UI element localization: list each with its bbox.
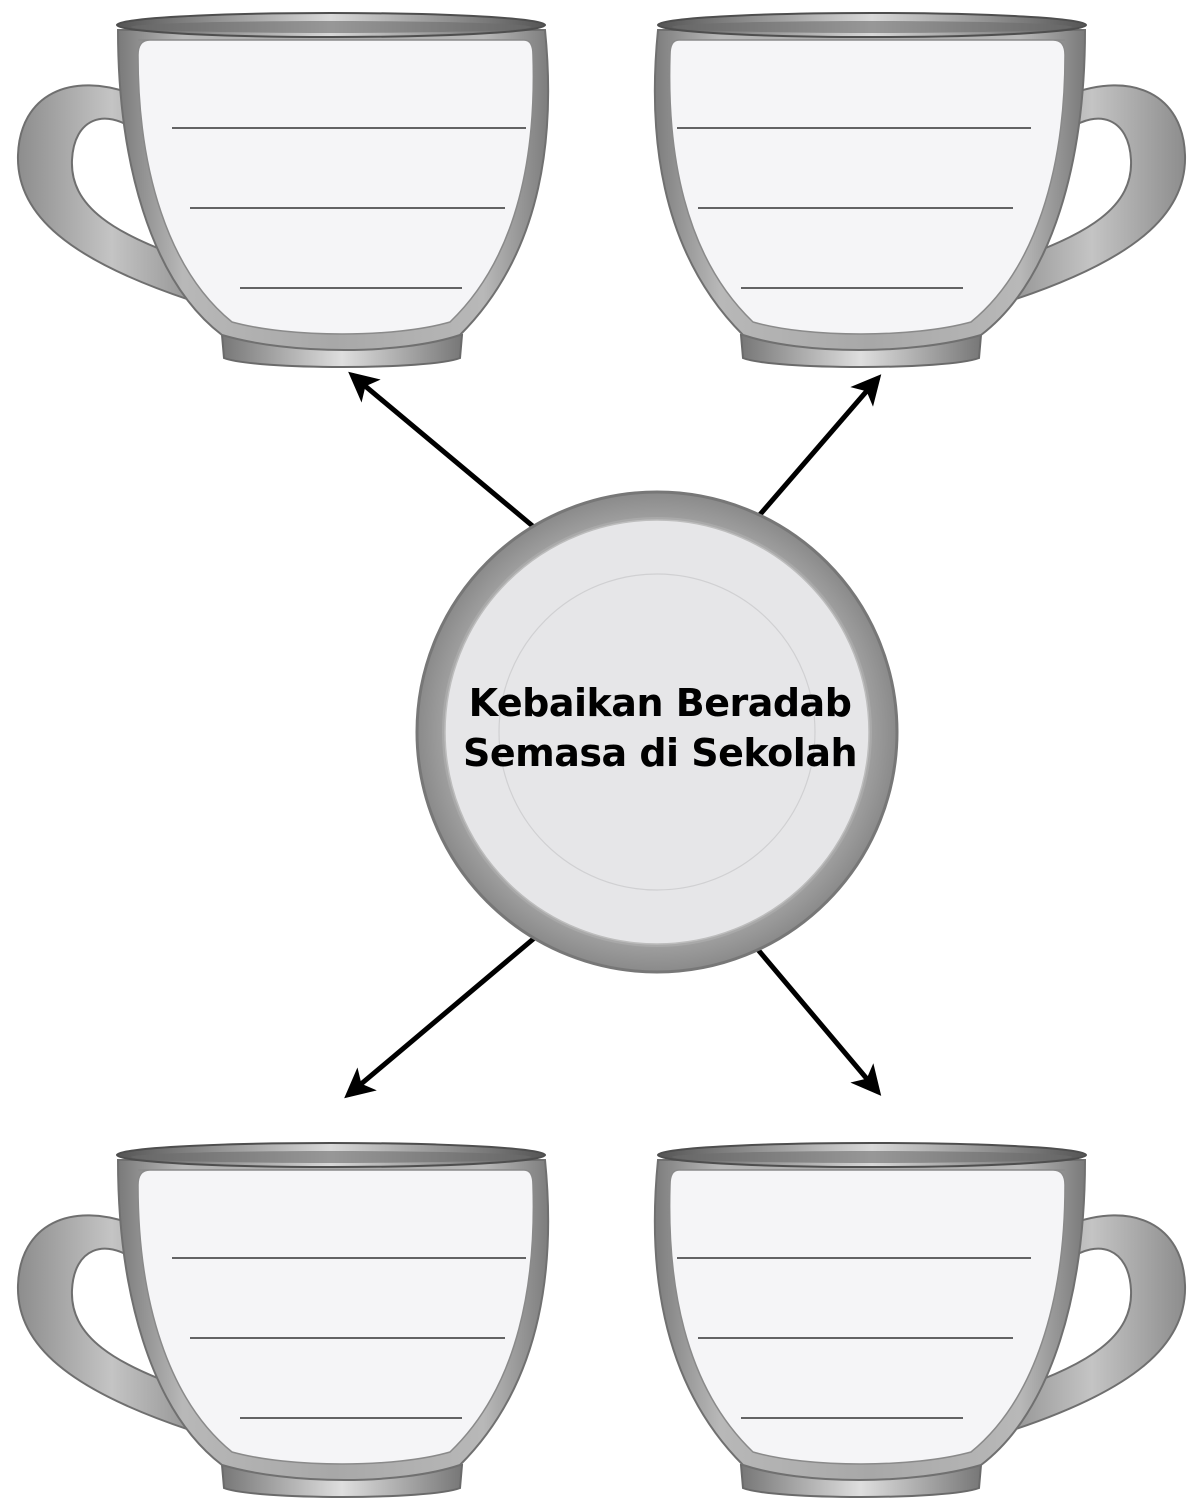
- arrow-bottom-right: [752, 943, 882, 1096]
- cup-top-right: [653, 12, 1187, 368]
- arrow-top-left: [348, 371, 537, 530]
- arrow-bottom-left: [344, 933, 540, 1099]
- center-topic-line2: Semasa di Sekolah: [462, 731, 858, 775]
- center-topic: Kebaikan Beradab Semasa di Sekolah: [440, 668, 880, 788]
- cup-top-left: [16, 12, 550, 368]
- arrow-top-right: [755, 374, 882, 520]
- cup-bottom-right: [653, 1142, 1187, 1498]
- cup-bottom-left: [16, 1142, 550, 1498]
- center-saucer: [415, 490, 899, 974]
- center-topic-line1: Kebaikan Beradab: [468, 681, 852, 725]
